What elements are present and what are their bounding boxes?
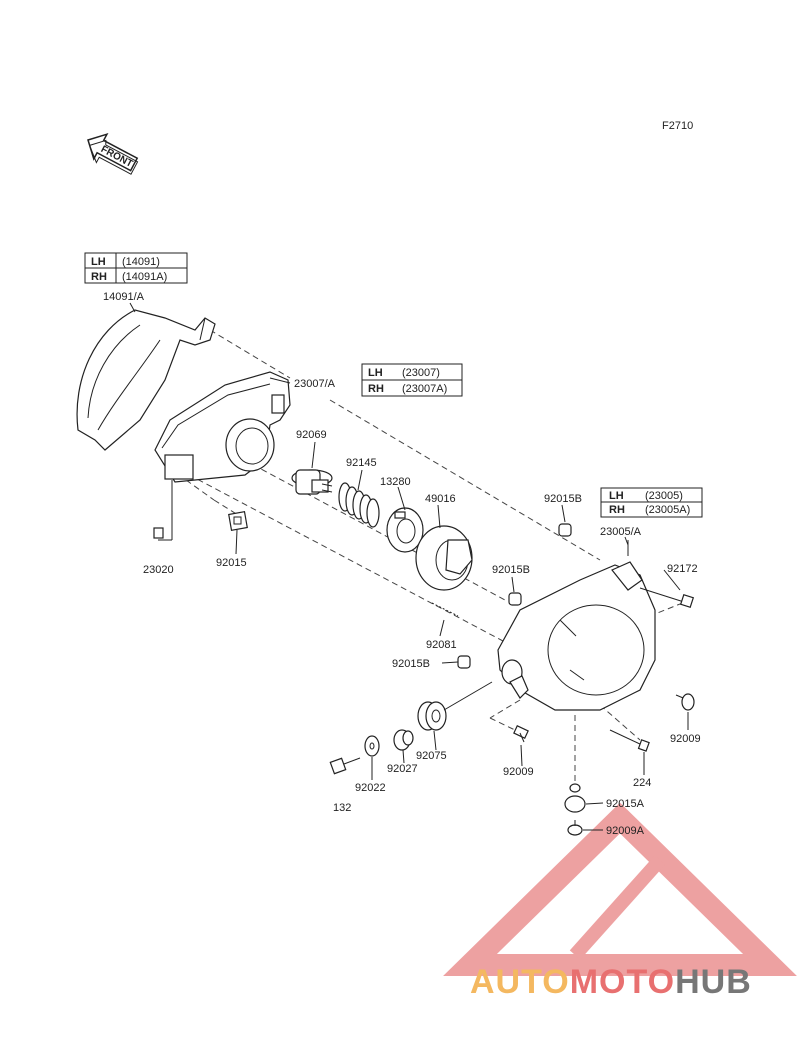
screw-92009-right [675,693,695,711]
grommet-92015b-low [457,655,471,669]
screw-92172 [639,587,695,609]
retaining-ring-13280 [386,507,424,553]
label-92081: 92081 [426,639,457,651]
bulb-92069 [291,469,333,495]
nut-92015 [228,511,248,531]
brand-word-moto: MOTO [569,963,676,1001]
front-arrow-icon: FRONT [87,132,139,175]
headlight-cover-14091 [76,309,216,451]
table-23007-part-lh: (23007) [402,367,440,379]
spring-92145 [338,482,380,528]
table-23007-side-lh: LH [368,367,383,379]
table-23007: LH (23007) RH (23007A) [361,363,463,397]
table-23007-part-rh: (23007A) [402,383,447,395]
spring-92081 [431,602,459,617]
figure-code: F2710 [662,120,693,132]
clip-23020 [153,527,164,539]
label-92075: 92075 [416,750,447,762]
table-23005-part-lh: (23005) [645,490,683,502]
table-23007-side-rh: RH [368,383,384,395]
brand-word-auto: AUTO [470,963,570,1001]
grommet-92015b-top [558,523,572,537]
table-23005-side-rh: RH [609,504,625,516]
table-14091: LH (14091) RH (14091A) [84,252,188,284]
table-14091-part-rh: (14091A) [122,271,167,283]
label-14091: 14091/A [103,291,145,303]
dust-cover-49016 [415,525,473,591]
label-92015: 92015 [216,557,247,569]
table-23005: LH (23005) RH (23005A) [600,487,703,518]
label-92009-right: 92009 [670,733,701,745]
label-92009a: 92009A [606,825,645,837]
label-13280: 13280 [380,476,411,488]
label-224: 224 [633,777,651,789]
headlight-assembly-23005 [497,540,656,711]
damper-92015a [564,783,586,813]
label-92027: 92027 [387,763,418,775]
screw-92009a [567,820,583,836]
brand-word-hub: HUB [675,963,752,1001]
table-23005-side-lh: LH [609,490,624,502]
bolt-224 [609,729,650,752]
label-92015b-low: 92015B [392,658,430,670]
washer-92022 [364,735,380,757]
label-132: 132 [333,802,351,814]
label-92015b-mid: 92015B [492,564,530,576]
leader-lines [129,302,689,831]
bolt-132 [329,757,361,775]
label-92009-mid: 92009 [503,766,534,778]
label-92172: 92172 [667,563,698,575]
label-23020: 23020 [143,564,174,576]
part-labels: 14091/A 23007/A 92069 92145 13280 49016 … [103,291,701,837]
grommet-92075 [417,681,493,731]
table-14091-part-lh: (14091) [122,256,160,268]
label-92022: 92022 [355,782,386,794]
label-49016: 49016 [425,493,456,505]
table-14091-side-rh: RH [91,271,107,283]
table-23005-part-rh: (23005A) [645,504,690,516]
collar-92027 [393,729,414,751]
label-92015b-top: 92015B [544,493,582,505]
label-23007: 23007/A [294,378,336,390]
label-92015a: 92015A [606,798,645,810]
label-92069: 92069 [296,429,327,441]
screw-92009-mid [513,725,529,743]
label-23005: 23005/A [600,526,642,538]
brand-logo: AUTOMOTOHUB [470,963,752,1002]
headlight-housing-23007 [154,371,291,541]
watermark-triangle-icon [443,802,797,976]
table-14091-side-lh: LH [91,256,106,268]
label-92145: 92145 [346,457,377,469]
grommet-92015b-mid [508,592,522,606]
